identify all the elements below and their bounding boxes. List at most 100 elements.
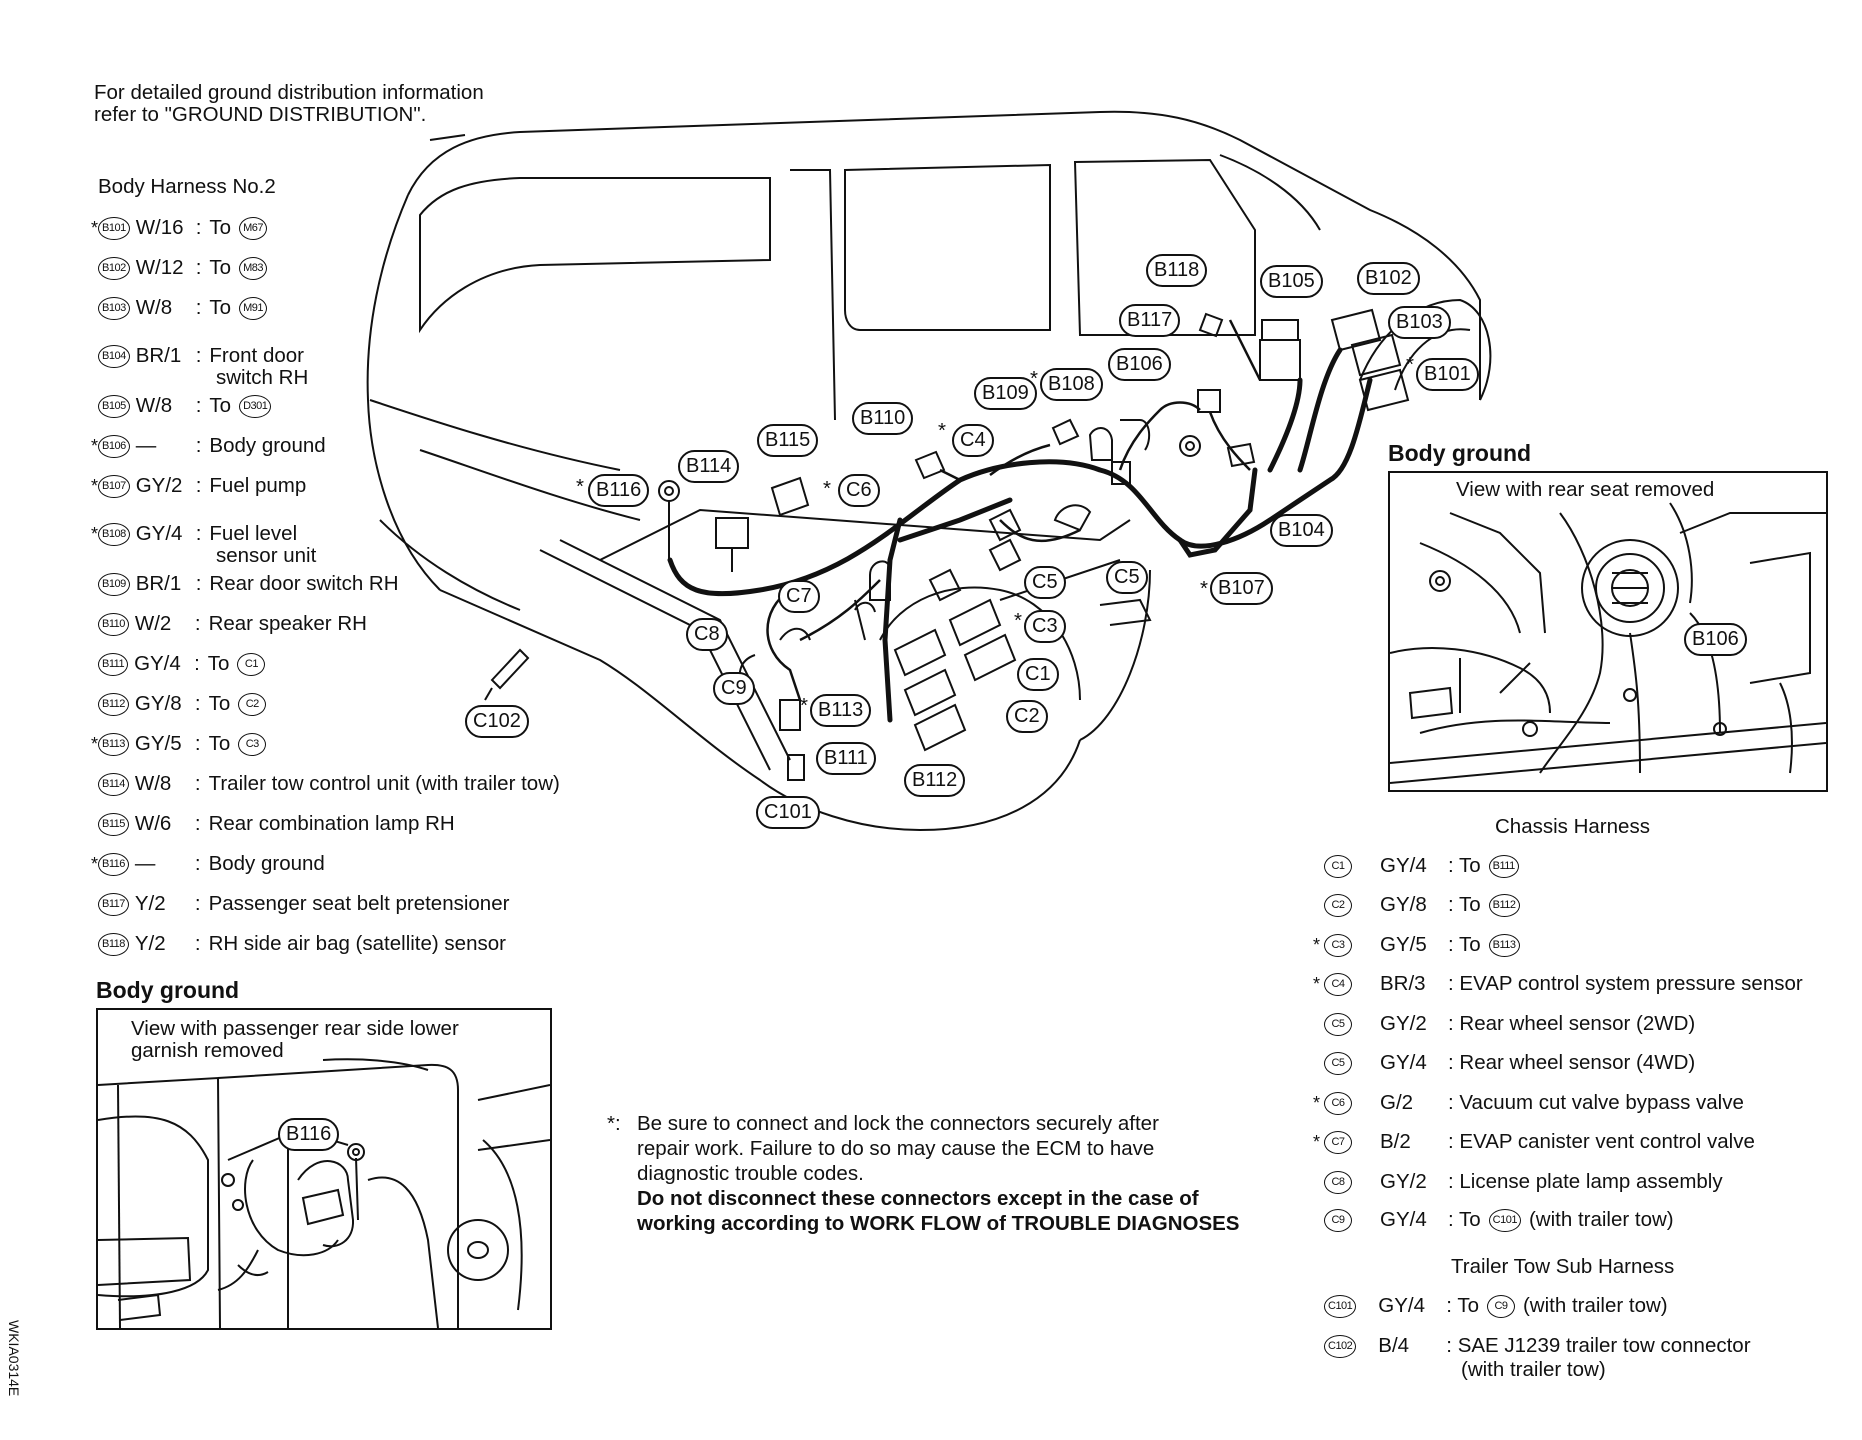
wire-spec: GY/4 bbox=[1378, 1294, 1426, 1317]
connector-badge: C6 bbox=[1324, 1091, 1352, 1115]
trailer-harness-row: C102 B/4 : SAE J1239 trailer tow connector bbox=[1310, 1332, 1751, 1360]
row-description: : EVAP control system pressure sensor bbox=[1448, 972, 1803, 995]
row-description: To bbox=[209, 394, 232, 417]
connector-badge: C8 bbox=[1324, 1170, 1352, 1194]
row-colon: : bbox=[194, 852, 201, 875]
footnote-line2: repair work. Failure to do so may cause … bbox=[637, 1137, 1155, 1160]
callout-b117: B117 bbox=[1119, 304, 1181, 337]
callout-c6: C6 bbox=[838, 474, 880, 507]
row-description: To bbox=[208, 692, 231, 715]
callout-c7: C7 bbox=[778, 580, 820, 613]
ref-badge: B111 bbox=[1488, 854, 1519, 878]
wire-spec: — bbox=[134, 852, 156, 875]
body-ground-left-view: View with passenger rear side lower garn… bbox=[96, 1008, 552, 1330]
callout-c2: C2 bbox=[1006, 700, 1048, 733]
row-colon: : bbox=[194, 772, 201, 795]
row-description: Trailer tow control unit (with trailer t… bbox=[208, 772, 560, 795]
callout-b113-star: * bbox=[800, 694, 808, 717]
left-view-caption1: View with passenger rear side lower bbox=[131, 1017, 459, 1040]
callout-b111: B111 bbox=[816, 742, 876, 775]
row-colon: : bbox=[194, 732, 201, 755]
callout-b116: B116 bbox=[588, 474, 650, 507]
row-description: To bbox=[209, 256, 232, 279]
connector-badge: B110 bbox=[98, 612, 129, 636]
callout-b109: B109 bbox=[974, 377, 1037, 410]
callout-b108: B108 bbox=[1040, 368, 1103, 401]
row-colon: : bbox=[195, 474, 202, 497]
callout-b101-star: * bbox=[1406, 353, 1414, 376]
ref-badge: C9 bbox=[1486, 1294, 1515, 1318]
callout-b116-star: * bbox=[576, 475, 584, 498]
body-harness-row: *B116—:Body ground bbox=[88, 850, 325, 878]
connector-badge: B109 bbox=[98, 572, 130, 596]
callout-c3-star: * bbox=[1014, 609, 1022, 632]
row-description-cont: switch RH bbox=[216, 366, 309, 389]
chassis-harness-title: Chassis Harness bbox=[1495, 815, 1650, 838]
connector-badge: B107 bbox=[98, 474, 130, 498]
row-star: * bbox=[90, 733, 98, 754]
ref-badge: D301 bbox=[239, 394, 272, 418]
wire-spec: BR/1 bbox=[135, 572, 182, 595]
row-colon: : bbox=[195, 522, 202, 545]
connector-badge: C101 bbox=[1324, 1294, 1357, 1318]
connector-badge: B104 bbox=[98, 344, 130, 368]
wire-spec: B/4 bbox=[1378, 1334, 1410, 1357]
row-colon: : bbox=[195, 394, 202, 417]
row-description: Front door bbox=[209, 344, 304, 367]
ground-note-line1: For detailed ground distribution informa… bbox=[94, 81, 484, 104]
row-star: * bbox=[90, 435, 98, 456]
wire-spec: B/2 bbox=[1380, 1130, 1411, 1153]
row-tail: (with trailer tow) bbox=[1522, 1294, 1668, 1317]
connector-badge: C5 bbox=[1324, 1012, 1352, 1036]
ref-badge: C2 bbox=[238, 692, 267, 716]
callout-b106: B106 bbox=[1108, 348, 1171, 381]
wire-spec: Y/2 bbox=[134, 932, 166, 955]
connector-badge: B106 bbox=[98, 434, 130, 458]
row-description: : SAE J1239 trailer tow connector bbox=[1446, 1334, 1751, 1357]
callout-c1: C1 bbox=[1017, 658, 1059, 691]
row-star: * bbox=[1312, 934, 1320, 955]
row-description: : To bbox=[1448, 893, 1481, 916]
footnote-line3: diagnostic trouble codes. bbox=[637, 1162, 864, 1185]
row-description: Passenger seat belt pretensioner bbox=[208, 892, 510, 915]
connector-badge: C102 bbox=[1324, 1334, 1357, 1358]
row-description: : To bbox=[1448, 854, 1481, 877]
callout-b113: B113 bbox=[810, 694, 872, 727]
callout-c102: C102 bbox=[465, 705, 529, 738]
footnote-star: *: bbox=[607, 1112, 621, 1135]
row-description: To bbox=[208, 732, 231, 755]
callout-c6-star: * bbox=[823, 477, 831, 500]
connector-badge: B105 bbox=[98, 394, 130, 418]
callout-c101: C101 bbox=[756, 796, 820, 829]
row-description-cont: (with trailer tow) bbox=[1461, 1358, 1606, 1381]
wire-spec: W/8 bbox=[134, 772, 172, 795]
body-ground-right-view: View with rear seat removed bbox=[1388, 471, 1828, 792]
row-description: : To bbox=[1448, 1208, 1481, 1231]
row-description-cont: sensor unit bbox=[216, 544, 317, 567]
connector-badge: B117 bbox=[98, 892, 129, 916]
wire-spec: GY/8 bbox=[134, 692, 182, 715]
wire-spec: — bbox=[135, 434, 157, 457]
connector-badge: B112 bbox=[98, 692, 129, 716]
ref-badge: B112 bbox=[1488, 893, 1520, 917]
wire-spec: GY/4 bbox=[1380, 1051, 1427, 1074]
ground-note-line2: refer to "GROUND DISTRIBUTION". bbox=[94, 103, 427, 126]
connector-badge: C7 bbox=[1324, 1130, 1352, 1154]
row-description: To bbox=[209, 296, 232, 319]
callout-b110: B110 bbox=[852, 402, 914, 435]
wire-spec: GY/2 bbox=[135, 474, 183, 497]
connector-badge: B103 bbox=[98, 296, 130, 320]
